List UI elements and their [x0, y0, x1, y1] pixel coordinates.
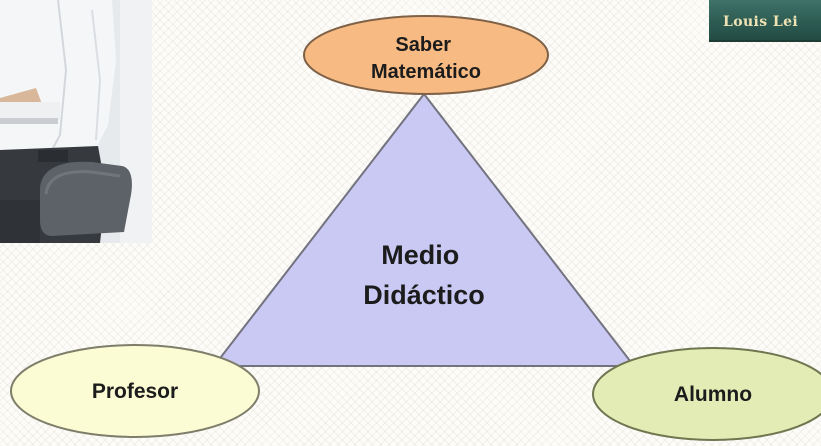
book-author-text: Louis Lei: [723, 14, 799, 30]
left-node-profesor: Profesor: [10, 344, 260, 438]
svg-text:Alumno: Alumno: [674, 383, 752, 406]
teacher-photo: [0, 0, 152, 243]
didactic-triangle: [211, 92, 637, 367]
right-node-alumno: Alumno: [592, 347, 821, 441]
top-node-saber-matematico: Saber Matemático: [303, 15, 549, 95]
svg-text:Saber Matemático: Saber Matemático: [371, 34, 481, 83]
book-cover-badge: Louis Lei: [709, 0, 821, 42]
center-label: Medio Didáctico: [363, 240, 485, 310]
svg-text:Profesor: Profesor: [92, 380, 178, 403]
